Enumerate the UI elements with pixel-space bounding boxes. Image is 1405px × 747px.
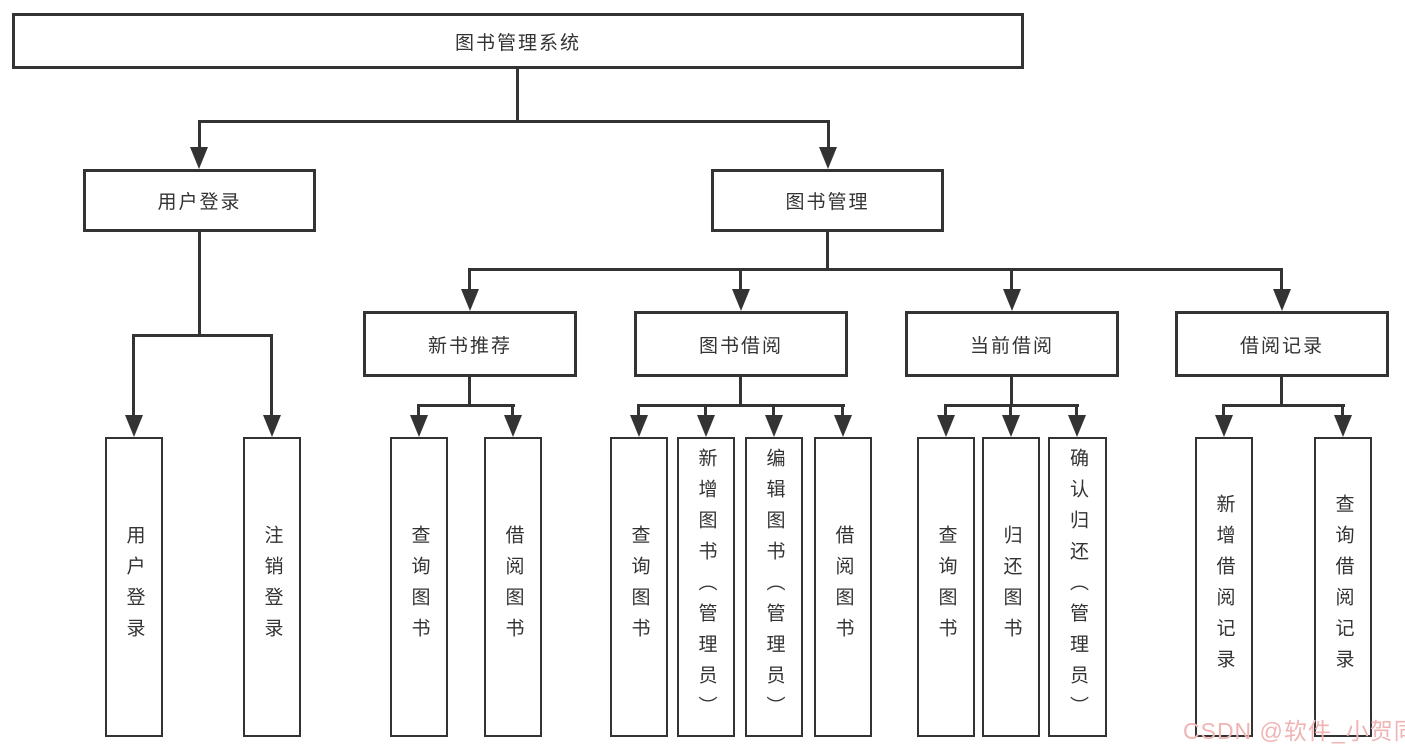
connector-branch xyxy=(637,404,845,407)
connector-stub xyxy=(1341,404,1344,416)
connector-stub xyxy=(132,334,135,416)
arrowhead-icon xyxy=(819,147,837,169)
arrowhead-icon xyxy=(1334,415,1352,437)
arrowhead-icon xyxy=(630,415,648,437)
connector-stub xyxy=(772,404,775,416)
arrowhead-icon xyxy=(263,415,281,437)
leaf-label: 编辑图书（管理员） xyxy=(763,447,785,727)
leaf-return-book: 归还图书 xyxy=(982,437,1040,737)
connector-stub xyxy=(198,120,201,148)
arrowhead-icon xyxy=(1003,289,1021,311)
node-label: 图书管理系统 xyxy=(454,32,581,54)
node-book-management: 图书管理 xyxy=(711,169,944,232)
connector-stub xyxy=(827,120,830,148)
leaf-logout: 注销登录 xyxy=(243,437,301,737)
connector-branch xyxy=(417,404,515,407)
leaf-add-book-admin: 新增图书（管理员） xyxy=(677,437,735,737)
connector-stem xyxy=(468,377,471,406)
node-label: 图书借阅 xyxy=(698,335,783,357)
leaf-query-book: 查询图书 xyxy=(610,437,668,737)
connector-branch xyxy=(1222,404,1345,407)
arrowhead-icon xyxy=(834,415,852,437)
node-label: 图书管理 xyxy=(785,192,870,213)
arrowhead-icon xyxy=(1273,289,1291,311)
connector-stem xyxy=(739,377,742,406)
leaf-label: 用户登录 xyxy=(123,525,145,649)
node-book-borrow: 图书借阅 xyxy=(634,311,848,377)
node-borrow-record: 借阅记录 xyxy=(1175,311,1389,377)
connector-stub xyxy=(1010,268,1013,292)
leaf-borrow-book: 借阅图书 xyxy=(484,437,542,737)
leaf-label: 确认归还（管理员） xyxy=(1067,447,1088,727)
connector-branch xyxy=(132,334,273,337)
leaf-label: 借阅图书 xyxy=(832,525,854,649)
node-current-borrow: 当前借阅 xyxy=(905,311,1119,377)
connector-stub xyxy=(511,404,514,416)
node-label: 当前借阅 xyxy=(969,335,1054,357)
connector-stub xyxy=(704,404,707,416)
arrowhead-icon xyxy=(410,415,428,437)
arrowhead-icon xyxy=(765,415,783,437)
connector-stem xyxy=(198,232,201,334)
leaf-label: 借阅图书 xyxy=(502,525,524,649)
connector-stub xyxy=(1222,404,1225,416)
leaf-label: 查询图书 xyxy=(408,525,430,649)
connector-stub xyxy=(944,404,947,416)
node-label: 借阅记录 xyxy=(1239,335,1324,357)
node-label: 新书推荐 xyxy=(427,335,512,357)
node-label: 用户登录 xyxy=(157,192,242,213)
connector-stub xyxy=(417,404,420,416)
connector-branch xyxy=(198,120,829,123)
arrowhead-icon xyxy=(504,415,522,437)
leaf-query-book: 查询图书 xyxy=(917,437,975,737)
csdn-watermark: CSDN @软件_小贺同学 xyxy=(1183,718,1405,744)
leaf-label: 查询图书 xyxy=(628,525,650,649)
arrowhead-icon xyxy=(697,415,715,437)
leaf-label: 查询借阅记录 xyxy=(1332,494,1354,680)
connector-stub xyxy=(841,404,844,416)
arrowhead-icon xyxy=(732,289,750,311)
leaf-label: 新增借阅记录 xyxy=(1213,494,1235,680)
leaf-edit-book-admin: 编辑图书（管理员） xyxy=(745,437,803,737)
leaf-label: 注销登录 xyxy=(261,525,283,649)
node-new-book-recommend: 新书推荐 xyxy=(363,311,577,377)
connector-stub xyxy=(1075,404,1078,416)
arrowhead-icon xyxy=(190,147,208,169)
connector-stub xyxy=(1009,404,1012,416)
arrowhead-icon xyxy=(125,415,143,437)
connector-branch xyxy=(468,268,1282,271)
connector-stem xyxy=(516,69,519,122)
leaf-label: 查询图书 xyxy=(935,525,957,649)
connector-stem xyxy=(1010,377,1013,406)
connector-stub xyxy=(637,404,640,416)
connector-stem xyxy=(1280,377,1283,406)
node-user-login: 用户登录 xyxy=(83,169,316,232)
arrowhead-icon xyxy=(1215,415,1233,437)
leaf-confirm-return-admin: 确认归还（管理员） xyxy=(1048,437,1107,737)
node-root-system: 图书管理系统 xyxy=(12,13,1024,69)
leaf-user-login: 用户登录 xyxy=(105,437,163,737)
connector-stub xyxy=(739,268,742,292)
leaf-borrow-book: 借阅图书 xyxy=(814,437,872,737)
leaf-label: 归还图书 xyxy=(1000,525,1022,649)
leaf-query-borrow-record: 查询借阅记录 xyxy=(1314,437,1372,737)
arrowhead-icon xyxy=(937,415,955,437)
connector-stem xyxy=(826,232,829,270)
arrowhead-icon xyxy=(1002,415,1020,437)
connector-stub xyxy=(270,334,273,416)
leaf-add-borrow-record: 新增借阅记录 xyxy=(1195,437,1253,737)
arrowhead-icon xyxy=(461,289,479,311)
leaf-label: 新增图书（管理员） xyxy=(695,447,717,727)
arrowhead-icon xyxy=(1068,415,1086,437)
connector-stub xyxy=(1280,268,1283,292)
leaf-query-book: 查询图书 xyxy=(390,437,448,737)
connector-stub xyxy=(468,268,471,292)
